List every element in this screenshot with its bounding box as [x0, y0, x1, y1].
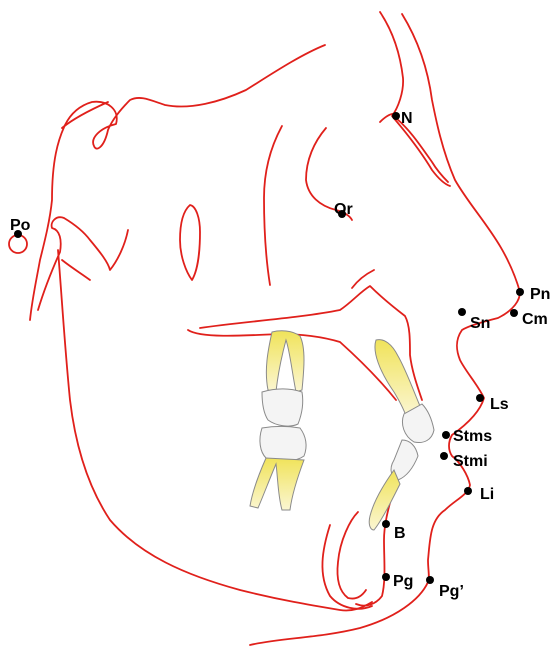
svg-text:Sn: Sn — [470, 315, 490, 332]
svg-text:N: N — [401, 110, 413, 127]
landmark-Pg: Pg — [382, 573, 413, 590]
anterior-maxilla — [352, 270, 374, 288]
cranial-outline — [30, 45, 325, 320]
orbit-outline — [264, 126, 282, 285]
ramus-inner — [62, 260, 90, 280]
svg-text:Stmi: Stmi — [453, 453, 488, 470]
svg-text:Pg’: Pg’ — [439, 583, 464, 600]
landmark-Po: Po — [10, 217, 31, 238]
svg-text:Stms: Stms — [453, 428, 492, 445]
upper-molar — [262, 331, 304, 426]
landmark-Pg-prime: Pg’ — [426, 576, 464, 600]
svg-text:Pn: Pn — [530, 286, 550, 303]
svg-text:Cm: Cm — [522, 311, 548, 328]
mandible-border — [58, 250, 372, 611]
lower-molar — [250, 427, 306, 511]
landmark-Ls: Ls — [476, 394, 509, 413]
pterygomaxillary-fissure — [180, 205, 200, 280]
svg-text:Po: Po — [10, 217, 31, 234]
upper-incisor — [375, 340, 434, 443]
landmark-Cm: Cm — [510, 309, 548, 328]
chin-soft-tissue — [322, 525, 372, 609]
landmark-Pn: Pn — [516, 286, 550, 303]
lower-incisor — [369, 440, 418, 530]
nasal-inner-line — [396, 118, 448, 182]
ramus-outline — [38, 217, 128, 310]
cranial-base-line — [62, 102, 108, 128]
landmark-B: B — [382, 520, 406, 542]
landmark-Stmi: Stmi — [440, 452, 488, 470]
svg-text:Li: Li — [480, 486, 494, 503]
svg-text:Or: Or — [334, 201, 353, 218]
svg-text:Pg: Pg — [393, 573, 413, 590]
svg-text:Ls: Ls — [490, 396, 509, 413]
landmark-Sn: Sn — [458, 308, 490, 332]
landmark-Li: Li — [464, 486, 494, 503]
symphysis-inner — [337, 512, 366, 599]
landmark-Or: Or — [334, 201, 353, 218]
landmark-N: N — [392, 110, 413, 127]
svg-text:B: B — [394, 525, 406, 542]
